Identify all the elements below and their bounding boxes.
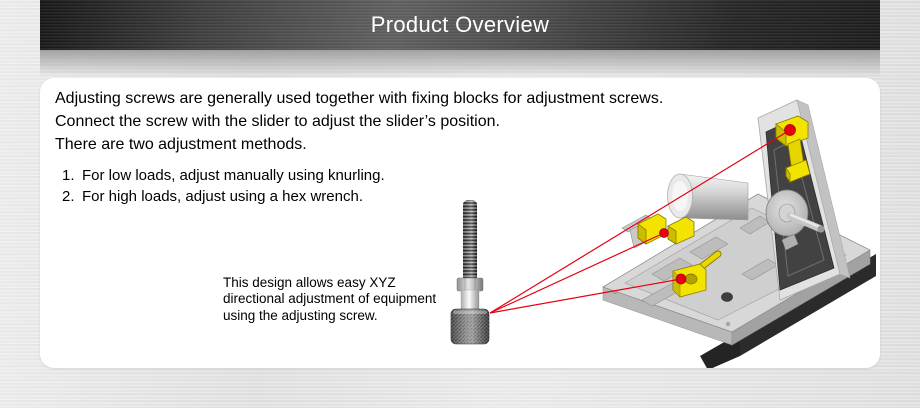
hex-collar [456, 277, 484, 292]
knurled-knob [450, 308, 490, 345]
caption-line: directional adjustment of equipment [223, 291, 437, 307]
output-shaft [786, 212, 825, 233]
figure-caption: This design allows easy XYZ directional … [223, 275, 455, 324]
caption-line: This design allows easy XYZ [223, 275, 396, 290]
threaded-rod [463, 200, 477, 280]
adjuster-block-middle [637, 213, 695, 245]
neck-cylinder [460, 289, 480, 312]
motor-cylinder [667, 173, 749, 221]
callout-line-middle [489, 232, 665, 314]
list-item: 2. For high loads, adjust using a hex wr… [62, 187, 385, 208]
callout-dot-bottom [675, 273, 687, 285]
callout-line-top [489, 129, 791, 314]
callout-dot-middle [659, 228, 669, 238]
intro-line: Connect the screw with the slider to adj… [55, 113, 500, 130]
list-item-text: For low loads, adjust manually using knu… [82, 167, 385, 184]
intro-line: There are two adjustment methods. [55, 136, 307, 153]
list-item: 1. For low loads, adjust manually using … [62, 166, 385, 187]
adjuster-block-bottom [672, 250, 722, 298]
callout-lines [489, 129, 791, 314]
vertical-plate [757, 99, 851, 301]
base-pockets [641, 215, 779, 307]
content-card: Adjusting screws are generally used toge… [40, 78, 880, 368]
list-item-number: 2. [62, 187, 75, 205]
header-shadow-fade [40, 50, 880, 77]
machine-assembly-illustration [489, 99, 876, 368]
list-item-number: 1. [62, 167, 75, 184]
page-header-bar: Product Overview [40, 0, 880, 50]
base-knob [721, 292, 733, 302]
intro-paragraph: Adjusting screws are generally used toge… [55, 87, 663, 156]
page-title: Product Overview [370, 12, 550, 37]
base-hole-front [725, 321, 731, 327]
methods-list: 1. For low loads, adjust manually using … [62, 166, 385, 207]
list-item-text: For high loads, adjust using a hex wrenc… [82, 187, 363, 205]
callout-dot-top [784, 124, 796, 136]
adjusting-screw-illustration [450, 200, 490, 345]
intro-line: Adjusting screws are generally used toge… [55, 90, 664, 107]
caption-line: using the adjusting screw. [223, 307, 378, 323]
figure-illustration [450, 99, 876, 368]
callout-line-bottom [489, 278, 682, 314]
